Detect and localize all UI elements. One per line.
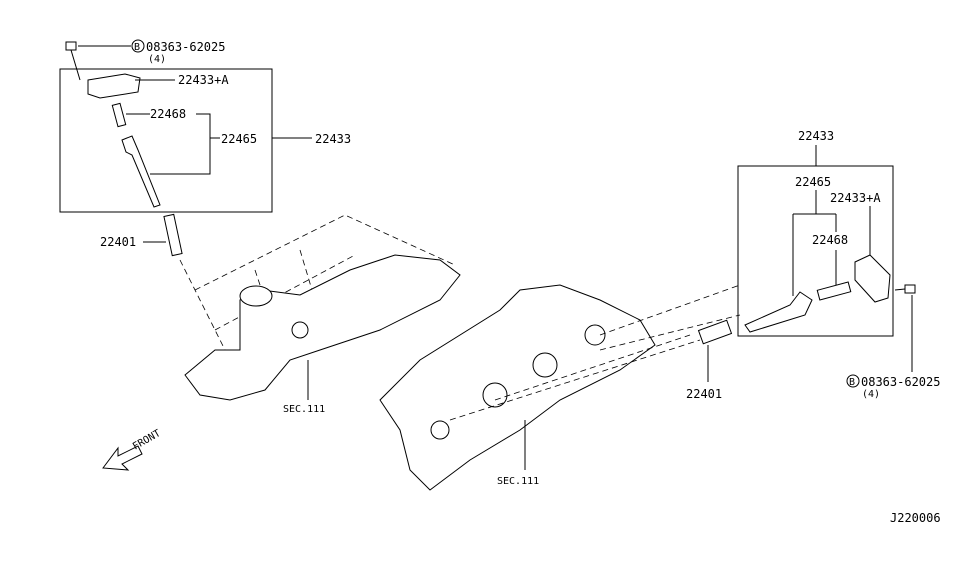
bolt-marker-text: B <box>134 42 140 53</box>
right-plug-icon <box>697 319 733 345</box>
right-bolt-icon <box>894 284 916 294</box>
right-coil-label: 22433+A <box>830 191 881 205</box>
left-spring-icon <box>111 102 127 128</box>
left-boot-label: 22465 <box>221 132 257 146</box>
left-boot-icon <box>121 135 161 208</box>
right-bolt-label: 08363-62025 <box>861 375 940 389</box>
right-boot-label: 22465 <box>795 175 831 189</box>
right-boot-icon <box>744 291 813 333</box>
right-spring-label: 22468 <box>812 233 848 247</box>
right-spring-icon <box>816 281 852 301</box>
right-valve-cover-icon <box>379 284 656 491</box>
left-assembly-box <box>59 68 273 213</box>
right-assembly-label: 22433 <box>798 129 834 143</box>
left-section-label: SEC.111 <box>283 404 325 415</box>
left-bolt-qty: (4) <box>148 54 166 65</box>
front-label: FRONT <box>131 428 163 453</box>
bolt-marker-text-right: B <box>849 377 855 388</box>
left-bolt-icon <box>65 41 81 81</box>
left-plug-icon <box>163 213 183 257</box>
right-coil-icon <box>854 254 891 303</box>
right-plug-label: 22401 <box>686 387 722 401</box>
left-valve-cover-icon <box>184 254 461 401</box>
right-bolt-qty: (4) <box>862 389 880 400</box>
diagram-code: J220006 <box>890 511 941 525</box>
right-section-label: SEC.111 <box>497 476 539 487</box>
bolt-marker-right <box>846 374 860 388</box>
left-plug-label: 22401 <box>100 235 136 249</box>
left-assembly-label: 22433 <box>315 132 351 146</box>
front-arrow-icon <box>102 445 143 471</box>
left-spring-label: 22468 <box>150 107 186 121</box>
left-coil-icon <box>87 73 141 99</box>
left-coil-label: 22433+A <box>178 73 229 87</box>
left-bolt-label: 08363-62025 <box>146 40 225 54</box>
bolt-marker-left <box>131 39 145 53</box>
